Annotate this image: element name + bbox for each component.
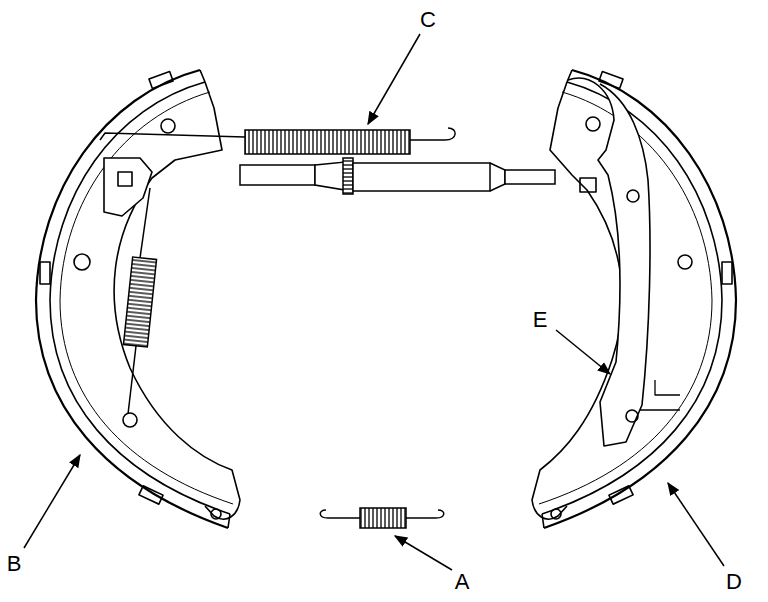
- adjuster-lever: [104, 158, 152, 216]
- lining-clip: [139, 486, 163, 504]
- right-shoe-body: [532, 70, 736, 528]
- shoe-hole: [123, 413, 137, 427]
- shoe-hole: [211, 509, 221, 519]
- lining-inner: [50, 82, 230, 514]
- spring-hook: [406, 510, 444, 518]
- part-letter: E: [533, 309, 548, 331]
- lining-outer: [36, 70, 228, 528]
- lining-end: [542, 70, 572, 528]
- adjuster-socket: [240, 165, 315, 185]
- left-shoe: [36, 70, 240, 528]
- shoe-web: [114, 82, 240, 519]
- shoe-hole: [586, 117, 600, 131]
- leader-line: [556, 330, 610, 374]
- adjuster-body: [353, 163, 490, 191]
- lining-outer: [544, 70, 736, 528]
- lining-end: [200, 70, 230, 528]
- spring-hook: [320, 510, 360, 518]
- part-letter: D: [726, 571, 742, 593]
- adjuster-taper: [490, 163, 505, 191]
- star-wheel: [343, 158, 353, 194]
- strut-notch: [580, 178, 596, 192]
- adjuster-cone: [315, 162, 345, 190]
- lining-clip: [722, 262, 732, 284]
- parking-lever: [568, 78, 650, 446]
- upper-return-spring: [100, 128, 455, 154]
- spring-coil: [360, 508, 406, 528]
- adjuster-rod: [505, 170, 555, 184]
- right-shoe: [532, 70, 736, 528]
- spring-hook: [410, 128, 455, 140]
- shoe-hole: [678, 255, 692, 269]
- shoe-hole: [551, 509, 561, 519]
- spring-coil: [123, 257, 156, 347]
- leader-line: [368, 34, 420, 124]
- shoe-hole: [74, 254, 90, 270]
- lining-clip: [609, 486, 633, 504]
- part-letter: C: [420, 9, 436, 31]
- spring-wire: [128, 346, 136, 414]
- adjuster-assembly: [240, 158, 555, 194]
- lower-return-spring: [320, 508, 444, 528]
- part-letter: A: [455, 571, 470, 593]
- leader-lines: [24, 34, 724, 570]
- shoe-hole: [626, 410, 638, 422]
- leader-line: [24, 455, 80, 548]
- leader-line: [668, 483, 724, 566]
- spring-wire: [140, 188, 150, 258]
- leader-line: [395, 536, 452, 570]
- part-letter: B: [7, 553, 22, 575]
- lever-spring: [123, 188, 156, 414]
- lever-pin: [640, 380, 680, 410]
- shoe-hole: [627, 190, 639, 202]
- lining-clip: [149, 72, 173, 89]
- spring-hook: [100, 133, 245, 140]
- shoe-hole: [161, 119, 175, 133]
- lining-clip: [40, 262, 50, 284]
- spring-coil: [245, 130, 410, 154]
